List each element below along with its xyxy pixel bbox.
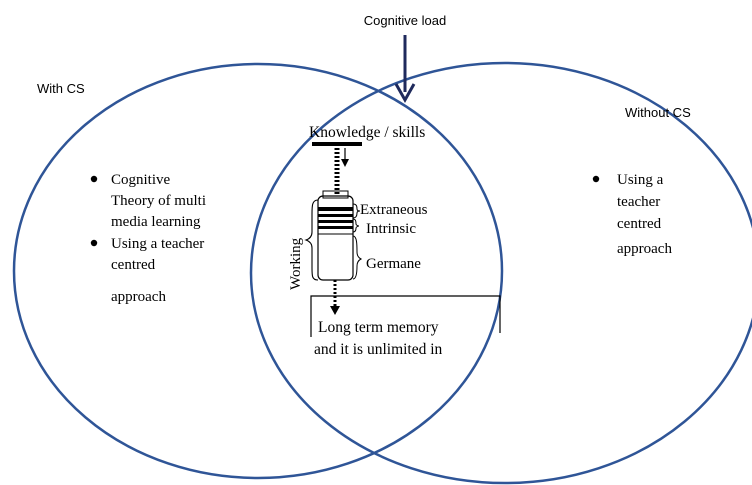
germane-brace [352,235,363,280]
ltm-label: Long term memory and it is unlimited in [314,319,443,358]
extraneous-band [318,214,353,217]
right-bullet-1: Using a teacher centred approach [617,172,672,257]
working-brace [304,199,319,281]
right-bullet-list: Using a teacher centred approach [592,172,672,257]
extraneous-band [318,207,353,211]
cognitive-load-arrow [394,35,416,104]
bullet-dot [592,175,600,183]
memory-model: Knowledge / skills Working Extraneous In… [288,124,501,358]
intrinsic-band [318,220,353,223]
left-circle [12,62,504,480]
working-label: Working [288,237,304,290]
working-memory-cap [322,190,349,199]
output-arrowhead [330,306,340,315]
left-bullet-2: Using a teacher centred approach [111,236,208,305]
cognitive-load-label: Cognitive load [364,13,446,28]
intrinsic-brace [352,218,360,233]
with-cs-label: With CS [37,81,85,96]
bullet-dot [90,175,98,183]
intrinsic-label: Intrinsic [366,221,416,237]
extraneous-brace [352,203,361,219]
input-arrowhead [341,159,349,167]
left-bullet-list: Cognitive Theory of multi media learning… [90,172,210,305]
germane-label: Germane [366,256,421,272]
knowledge-bar [312,142,362,146]
ltm-bracket [310,295,501,337]
extraneous-label: Extraneous [360,202,428,218]
left-bullet-1: Cognitive Theory of multi media learning [111,172,210,230]
right-circle [249,61,752,485]
knowledge-skills-label: Knowledge / skills [309,124,425,141]
intrinsic-band [318,226,353,229]
bullet-dot [90,239,98,247]
without-cs-label: Without CS [625,105,691,120]
